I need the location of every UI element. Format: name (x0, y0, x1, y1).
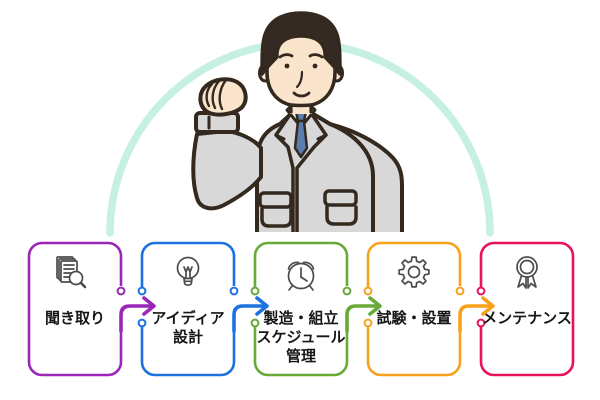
connector-arrow-1 (119, 296, 156, 333)
ring-in-2b (137, 318, 147, 328)
worker-pocket-flap-right (323, 189, 358, 207)
step-label-line: 試験・設置 (376, 310, 452, 327)
worker-eyebrow-right (308, 53, 324, 59)
ring-out-2 (229, 286, 239, 296)
worker-lapel-right (295, 111, 328, 232)
worker-finger-line-3 (218, 78, 228, 111)
connector-rings (116, 286, 486, 328)
lightbulb-icon (176, 256, 200, 287)
step-label-line: メンテナンス (482, 310, 572, 327)
worker-lapel-left (274, 111, 295, 232)
worker-eye-left (284, 63, 290, 69)
worker-lapel-notch-left (274, 133, 286, 141)
worker-fist (198, 77, 248, 117)
worker-pocket-flap-left (258, 191, 293, 209)
step-label-4: 試験・設置 (364, 309, 464, 328)
ring-in-5b (476, 318, 486, 328)
step-label-3: 製造・組立 スケジュール 管理 (251, 309, 351, 366)
ring-out-4 (455, 286, 465, 296)
connector-arrow-4 (458, 296, 495, 333)
worker-finger-line-2 (211, 79, 221, 110)
worker-nose (295, 70, 304, 89)
ring-in-2a (137, 286, 147, 296)
ring-out-1 (116, 286, 126, 296)
step-label-line: アイディア (151, 310, 225, 327)
ring-in-5a (476, 286, 486, 296)
worker-raised-arm (191, 129, 263, 211)
step-label-line: 聞き取り (44, 310, 105, 327)
worker-pocket-right (325, 205, 358, 226)
worker-hair (260, 11, 342, 76)
worker-illustration (191, 11, 404, 232)
step-label-5: メンテナンス (477, 309, 577, 328)
alarm-clock-icon (287, 261, 315, 291)
ring-in-3a (250, 286, 260, 296)
worker-lapel-notch-right (316, 133, 328, 141)
step-label-line: 管理 (285, 348, 316, 365)
worker-tie (293, 119, 309, 159)
ring-out-3 (342, 286, 352, 296)
ring-in-4b (363, 318, 373, 328)
connector-arrow-3 (345, 296, 382, 333)
documents-search-icon (56, 256, 87, 289)
ring-in-4a (363, 286, 373, 296)
worker-eye-right (312, 63, 318, 69)
gear-icon (398, 256, 430, 288)
worker-finger-line-1 (205, 82, 214, 108)
step-label-line: 製造・組立 (263, 310, 339, 327)
step-label-2: アイディア 設計 (138, 309, 238, 347)
worker-eyebrow-left (278, 53, 294, 59)
step-label-1: 聞き取り (25, 309, 125, 328)
ring-in-3b (250, 318, 260, 328)
medal-ribbon-icon (516, 256, 538, 289)
step-label-line: スケジュール (256, 329, 346, 346)
worker-mouth (292, 91, 311, 98)
connector-arrow-2 (232, 296, 269, 333)
worker-pocket-left (260, 207, 293, 228)
step-label-line: 設計 (172, 329, 203, 346)
